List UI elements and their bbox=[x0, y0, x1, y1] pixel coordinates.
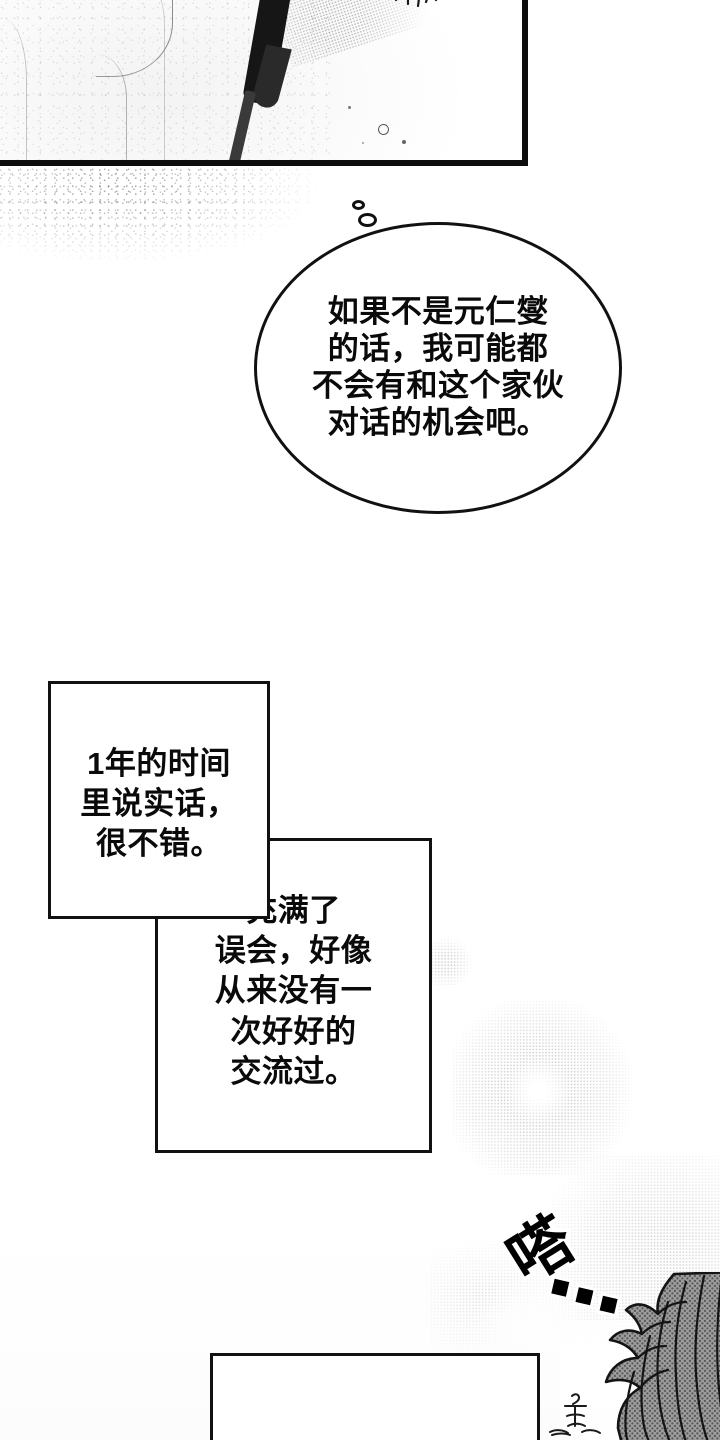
top-panel bbox=[0, 0, 528, 166]
thought-tail-dot-small bbox=[352, 200, 365, 210]
face-contour-line-3 bbox=[0, 20, 27, 160]
grain-burst-texture bbox=[0, 168, 320, 318]
narration-box-1-text: 1年的时间 里说实话， 很不错。 bbox=[80, 745, 238, 862]
bokeh-dot-3 bbox=[362, 142, 364, 144]
thought-bubble: 如果不是元仁燮 的话，我可能都 不会有和这个家伙 对话的机会吧。 bbox=[254, 222, 622, 514]
narration-box-2: 充满了 误会，好像 从来没有一 次好好的 交流过。 bbox=[155, 838, 432, 1153]
bokeh-dot-1 bbox=[348, 106, 351, 109]
thought-bubble-text: 如果不是元仁燮 的话，我可能都 不会有和这个家伙 对话的机会吧。 bbox=[312, 294, 564, 440]
narration-box-2-text: 充满了 误会，好像 从来没有一 次好好的 交流过。 bbox=[214, 892, 373, 1089]
bottom-panel bbox=[210, 1353, 540, 1440]
sound-effect-group: 嗒 bbox=[491, 1200, 618, 1314]
narration-box-1: 1年的时间 里说实话， 很不错。 bbox=[48, 681, 270, 919]
face-contour-line-2 bbox=[88, 54, 127, 160]
bokeh-dot-2 bbox=[402, 140, 406, 144]
face-contour-line-4 bbox=[138, 0, 165, 160]
sound-effect-ta-icon: 嗒 bbox=[491, 1200, 588, 1301]
bokeh-ring-1 bbox=[378, 124, 389, 135]
trail-dot-1 bbox=[551, 1278, 570, 1297]
halftone-blob-b bbox=[452, 1000, 632, 1175]
handwritten-scribble-icon bbox=[549, 1393, 601, 1436]
thought-tail-dot-medium bbox=[358, 213, 377, 227]
